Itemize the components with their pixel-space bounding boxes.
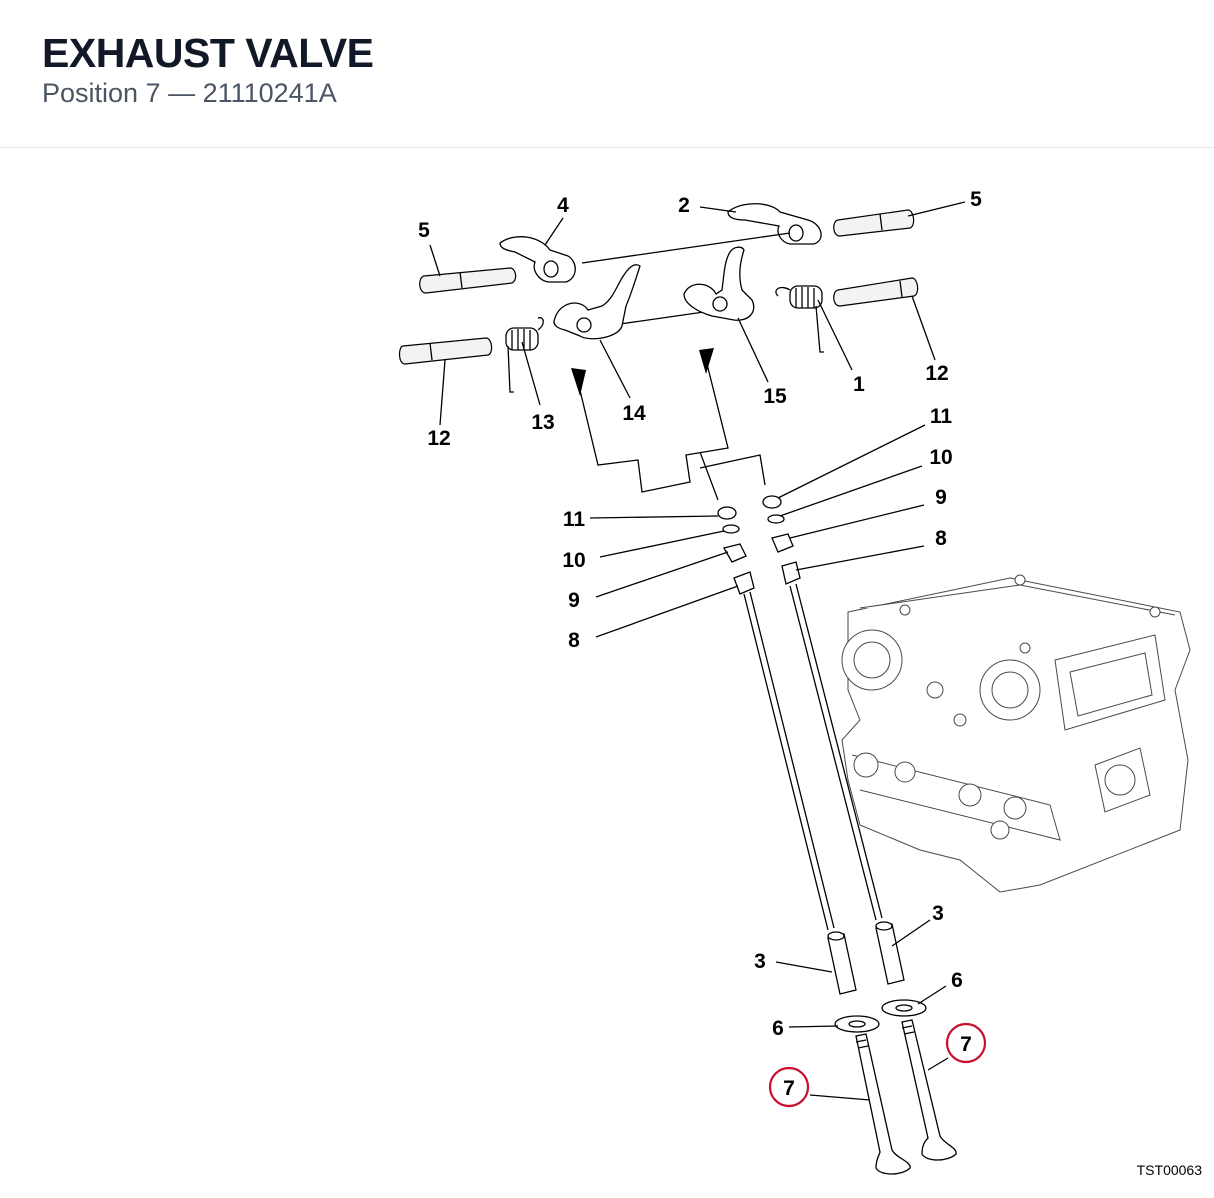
callouts: 1 2 3 3 4 5 5 6 6 7 7 8 8 9 9 10 10 11 1… (418, 188, 982, 1100)
rocker-arm-2 (727, 203, 822, 245)
callout-14[interactable]: 14 (622, 402, 646, 425)
callout-12-right[interactable]: 12 (925, 362, 948, 385)
rocker-arm-4 (499, 236, 576, 283)
washer-6-right (881, 999, 927, 1017)
keeper-8-left (733, 571, 755, 595)
page-title: EXHAUST VALVE (42, 30, 374, 76)
callout-10-left[interactable]: 10 (562, 549, 585, 572)
lever-15 (683, 246, 755, 321)
callout-8-right[interactable]: 8 (935, 527, 947, 550)
cap-11-left (717, 506, 737, 520)
highlight-ring-7-right (945, 1022, 987, 1064)
highlight-ring-7-left (768, 1066, 810, 1108)
highlight-rings (768, 1022, 987, 1108)
callout-7-right[interactable]: 7 (960, 1033, 972, 1056)
cap-11-right (762, 495, 782, 509)
lever-14 (553, 264, 641, 340)
page-subtitle: Position 7 — 21110241A (42, 78, 337, 108)
keeper-9-left (723, 543, 747, 563)
tappet-3-right (875, 921, 905, 985)
callout-12-left[interactable]: 12 (427, 427, 450, 450)
lock-10-left (722, 524, 740, 534)
callout-11-left[interactable]: 11 (563, 508, 586, 531)
tappet-3-left (827, 931, 857, 995)
callout-2[interactable]: 2 (678, 194, 690, 217)
callout-3-left[interactable]: 3 (754, 950, 766, 973)
callout-3-right[interactable]: 3 (932, 902, 944, 925)
pin-5-left (419, 267, 517, 294)
pin-12-left (398, 337, 493, 365)
lock-10-right (767, 514, 785, 524)
callout-11-right[interactable]: 11 (930, 405, 953, 428)
spring-1 (775, 285, 824, 353)
assembly-flow-arrows (571, 348, 766, 501)
pushrod-right (789, 583, 883, 921)
drawing-reference-code: TST00063 (1136, 1162, 1202, 1178)
callout-5-left[interactable]: 5 (418, 219, 430, 242)
callout-15[interactable]: 15 (763, 385, 787, 408)
pin-5-right (833, 209, 915, 237)
valve-7-right (901, 1019, 957, 1161)
keeper-9-right (771, 533, 794, 553)
valve-7-left (855, 1033, 911, 1175)
pushrod-left (743, 591, 835, 931)
callout-1[interactable]: 1 (853, 373, 865, 396)
leader-lines (429, 201, 966, 1101)
washer-6-left (834, 1015, 880, 1033)
callout-8-left[interactable]: 8 (568, 629, 580, 652)
pin-12-right (833, 277, 919, 307)
cylinder-head-outline (841, 574, 1191, 893)
callout-5-right[interactable]: 5 (970, 188, 982, 211)
callout-7-left[interactable]: 7 (783, 1077, 795, 1100)
callout-9-right[interactable]: 9 (935, 486, 947, 509)
callout-10-right[interactable]: 10 (929, 446, 952, 469)
callout-4[interactable]: 4 (557, 194, 569, 217)
callout-13[interactable]: 13 (531, 411, 554, 434)
callout-6-left[interactable]: 6 (772, 1017, 784, 1040)
spring-13 (505, 317, 544, 393)
callout-6-right[interactable]: 6 (951, 969, 963, 992)
callout-9-left[interactable]: 9 (568, 589, 580, 612)
keeper-8-right (781, 561, 801, 585)
header: EXHAUST VALVE Position 7 — 21110241A (0, 0, 1214, 148)
